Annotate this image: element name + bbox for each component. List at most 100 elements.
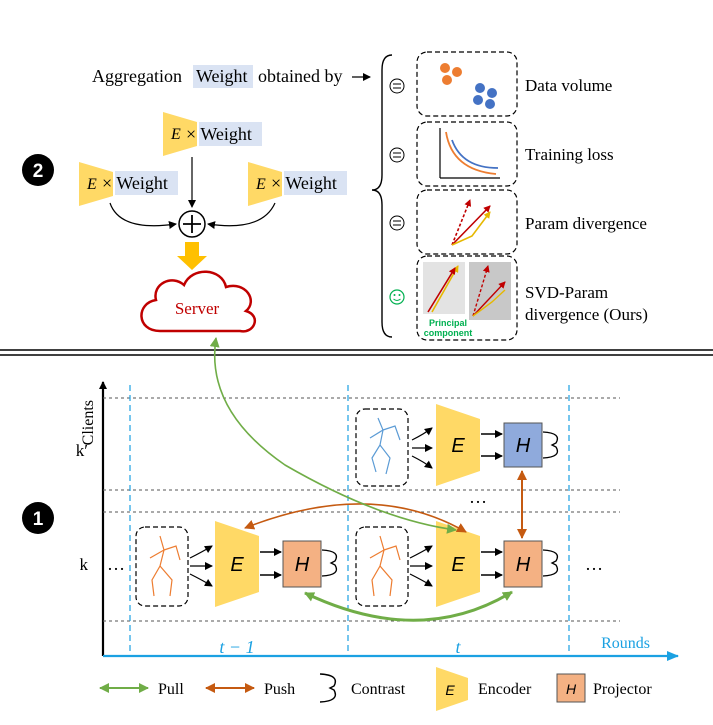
- legend-push-label: Push: [264, 681, 295, 698]
- arrow-left-to-plus: [109, 202, 177, 229]
- pull-arrow-server: [209, 337, 457, 534]
- client-k-prime-label: k′: [76, 441, 88, 460]
- projector-block: [503, 422, 543, 468]
- aggregation-caption-weight: Weight: [196, 66, 248, 86]
- client-k-pipeline-t: E H: [355, 521, 559, 607]
- legend-projector-symbol: H: [566, 681, 577, 697]
- principal-component-label: Principal: [429, 318, 467, 328]
- client-k-prime-pipeline: E H: [355, 404, 559, 487]
- neutral-face-icon: [389, 78, 405, 94]
- encoder-label: E: [230, 554, 244, 576]
- projector-block: [282, 540, 322, 588]
- encoder-icon: [163, 112, 197, 156]
- encoder-icon: [248, 162, 282, 206]
- skeleton-figure-icon: [369, 535, 401, 597]
- aggregation-caption-prefix: Aggregation: [92, 66, 182, 86]
- server-label: Server: [175, 299, 220, 318]
- legend-encoder: E Encoder: [436, 667, 532, 711]
- option-box: [416, 121, 518, 187]
- down-arrow-icon: [177, 242, 207, 270]
- skeleton-figure-icon: [369, 417, 401, 475]
- option-training-loss: Training loss: [416, 121, 614, 187]
- y-axis-label: Clients: [80, 400, 97, 445]
- client-k-pipeline-t-minus-1: E H: [135, 521, 338, 607]
- step-2-badge: [22, 154, 54, 186]
- contrast-icon: [321, 549, 338, 577]
- encoder-symbol: E: [86, 176, 97, 193]
- option-data-volume: Data volume: [416, 51, 612, 117]
- arrow-right-to-plus: [207, 202, 276, 229]
- ellipsis-middle: …: [469, 487, 487, 507]
- happy-face-icon: [389, 289, 405, 305]
- projector-icon: [556, 673, 586, 703]
- legend-encoder-symbol: E: [445, 682, 455, 698]
- legend-contrast-label: Contrast: [351, 681, 406, 698]
- encoder-label: E: [451, 435, 465, 457]
- legend-pull-label: Pull: [158, 681, 184, 698]
- option-param-divergence: Param divergence: [416, 189, 647, 255]
- contrast-icon: [319, 673, 337, 703]
- encoder-symbol: E: [170, 126, 181, 143]
- weight-box: [284, 171, 347, 195]
- ellipsis-left: …: [107, 554, 125, 574]
- option-label: SVD-Param: [525, 283, 608, 302]
- server-cloud-icon: [140, 270, 257, 333]
- round-t-minus-1-label: t − 1: [219, 637, 254, 657]
- x-axis-label: Rounds: [601, 635, 650, 652]
- skeleton-box: [135, 526, 189, 607]
- contrast-icon: [542, 431, 559, 459]
- encoder-weight-top: E × Weight: [163, 112, 262, 156]
- legend-pull: Pull: [99, 681, 184, 698]
- legend: Pull Push Contrast E Encoder H Projector: [99, 667, 652, 711]
- option-label: Training loss: [525, 145, 614, 164]
- step-1-badge: [22, 502, 54, 534]
- training-section: 1 Clients Rounds k′ k t − 1 t … … …: [22, 337, 679, 661]
- legend-projector: H Projector: [556, 673, 652, 703]
- encoder-weight-right: E × Weight: [248, 162, 347, 206]
- legend-encoder-label: Encoder: [478, 681, 532, 698]
- encoder-block: [436, 521, 480, 607]
- encoder-weight-left: E × Weight: [79, 162, 178, 206]
- weight-highlight: [193, 65, 253, 88]
- option-label: Data volume: [525, 76, 612, 95]
- step-1-label: 1: [33, 509, 44, 530]
- aggregation-section: Aggregation Weight obtained by 2 E × Wei…: [22, 51, 648, 341]
- option-svd-param-divergence: Principal component SVD-Param divergence…: [416, 255, 648, 341]
- neutral-face-icon: [389, 147, 405, 163]
- times-weight: × Weight: [102, 173, 168, 193]
- weight-box: [199, 122, 262, 146]
- times-weight: × Weight: [186, 124, 252, 144]
- option-label-2: divergence (Ours): [525, 305, 648, 324]
- step-2-label: 2: [33, 161, 44, 182]
- encoder-icon: [436, 667, 468, 711]
- pull-arrow-projectors: [304, 590, 513, 622]
- contrast-icon: [542, 549, 559, 577]
- encoder-symbol: E: [255, 176, 266, 193]
- projector-label: H: [295, 554, 310, 576]
- options-brace: [371, 54, 393, 338]
- neutral-face-icon: [389, 215, 405, 231]
- option-box: [416, 189, 518, 255]
- times-weight: × Weight: [271, 173, 337, 193]
- principal-component-label-2: component: [424, 328, 473, 338]
- ellipsis-right: …: [585, 554, 603, 574]
- projector-block: [503, 540, 543, 588]
- encoder-label: E: [451, 554, 465, 576]
- legend-contrast: Contrast: [319, 673, 406, 703]
- projector-label: H: [516, 554, 531, 576]
- aggregation-caption-suffix: obtained by: [258, 66, 342, 86]
- weight-box: [115, 171, 178, 195]
- skeleton-figure-icon: [149, 535, 181, 597]
- skeleton-box: [355, 526, 409, 607]
- option-box: [416, 255, 518, 341]
- client-k-label: k: [80, 555, 89, 574]
- legend-push: Push: [205, 681, 295, 698]
- option-box: [416, 51, 518, 117]
- round-t-label: t: [455, 637, 461, 657]
- encoder-icon: [79, 162, 113, 206]
- legend-projector-label: Projector: [593, 681, 652, 698]
- encoder-block: [215, 521, 259, 607]
- option-label: Param divergence: [525, 214, 647, 233]
